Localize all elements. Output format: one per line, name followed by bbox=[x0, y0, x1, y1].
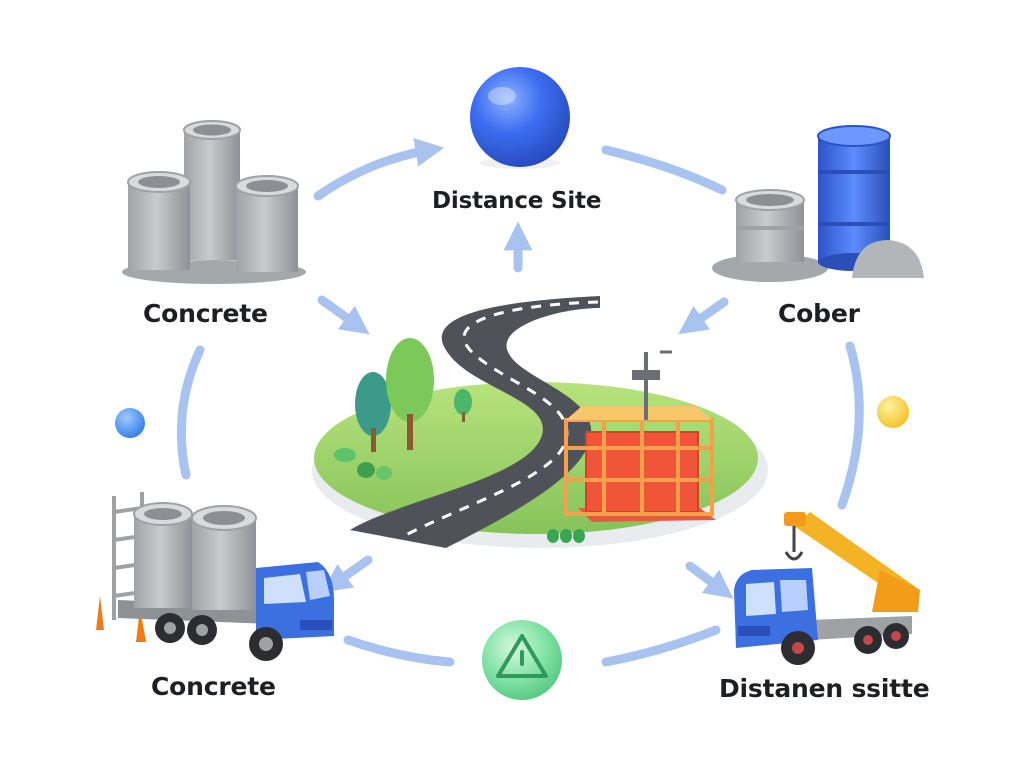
label-left-bottom-concrete: Concrete bbox=[151, 672, 276, 701]
arrow-center-to-left-bottom bbox=[322, 555, 373, 593]
cycle-arrows bbox=[176, 138, 864, 667]
blue-sphere-icon bbox=[470, 67, 570, 169]
label-top-distance-site: Distance Site bbox=[432, 188, 602, 214]
concrete-truck-icon bbox=[96, 492, 334, 661]
small-blue-sphere-icon bbox=[115, 408, 145, 438]
crane-truck-icon bbox=[734, 512, 920, 665]
small-yellow-sphere-icon bbox=[877, 396, 909, 428]
label-left-top-concrete: Concrete bbox=[143, 299, 268, 328]
arrow-bottom-right bbox=[601, 625, 721, 667]
arrow-right-side bbox=[837, 341, 864, 510]
label-right-bottom-site: Distanen ssitte bbox=[719, 674, 930, 703]
arrow-center-to-right-bottom bbox=[685, 561, 734, 599]
arrow-left-to-center bbox=[317, 295, 370, 335]
arrow-right-to-center bbox=[678, 297, 729, 335]
arrow-left-side bbox=[176, 345, 205, 480]
concrete-pipes-icon bbox=[122, 120, 306, 284]
arrow-bottom-left bbox=[343, 635, 455, 667]
concrete-and-barrel-icon bbox=[712, 125, 924, 282]
label-right-top-cober: Cober bbox=[778, 299, 860, 328]
building-scaffold-icon bbox=[564, 350, 716, 522]
arrow-top-to-right bbox=[601, 145, 727, 195]
green-triangle-sphere-icon bbox=[482, 620, 562, 700]
arrow-left-to-top bbox=[313, 138, 445, 201]
